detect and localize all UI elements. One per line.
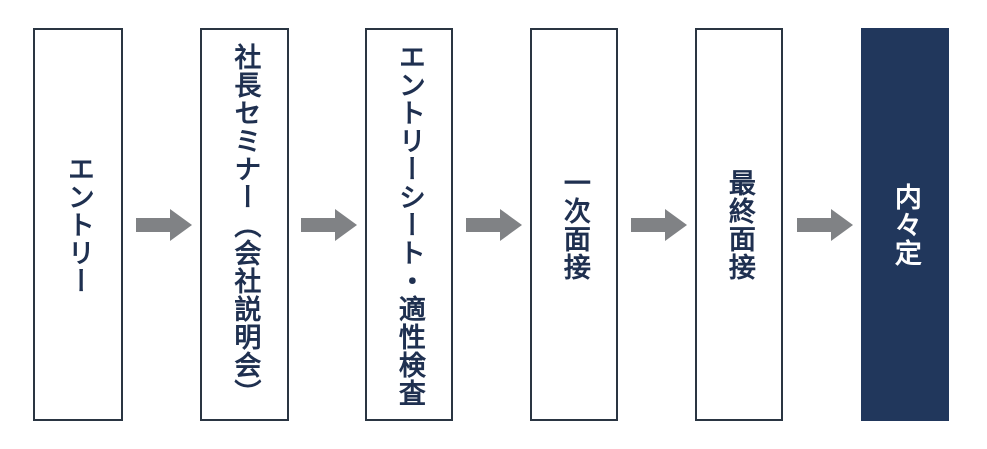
arrow-head bbox=[665, 209, 687, 241]
flow-stage-first-interview: 一次面接 bbox=[530, 28, 618, 421]
arrow-head bbox=[170, 209, 192, 241]
arrow-shaft bbox=[466, 218, 502, 232]
right-arrow-icon bbox=[797, 209, 853, 241]
arrow-head bbox=[335, 209, 357, 241]
right-arrow-icon bbox=[466, 209, 522, 241]
flow-stage-informal-offer: 内々定 bbox=[861, 28, 949, 421]
arrow-shaft bbox=[301, 218, 337, 232]
flow-stage-label: エントリー bbox=[62, 154, 94, 295]
flow-stage-label: 一次面接 bbox=[558, 168, 590, 281]
arrow-shaft bbox=[797, 218, 833, 232]
flow-stage-label: 最終面接 bbox=[723, 168, 755, 281]
right-arrow-icon bbox=[631, 209, 687, 241]
flow-stage-label: 内々定 bbox=[889, 182, 921, 267]
flow-stage-es-aptitude: エントリーシート・適性検査 bbox=[365, 28, 453, 421]
arrow-shaft bbox=[631, 218, 667, 232]
flow-stage-entry: エントリー bbox=[33, 28, 123, 421]
flow-stage-label: エントリーシート・適性検査 bbox=[393, 42, 425, 407]
flow-stage-seminar: 社長セミナー（会社説明会） bbox=[200, 28, 289, 421]
right-arrow-icon bbox=[301, 209, 357, 241]
right-arrow-icon bbox=[136, 209, 192, 241]
arrow-shaft bbox=[136, 218, 172, 232]
arrow-head bbox=[831, 209, 853, 241]
flow-stage-final-interview: 最終面接 bbox=[695, 28, 783, 421]
flow-stage-label: 社長セミナー（会社説明会） bbox=[229, 42, 261, 407]
arrow-head bbox=[500, 209, 522, 241]
